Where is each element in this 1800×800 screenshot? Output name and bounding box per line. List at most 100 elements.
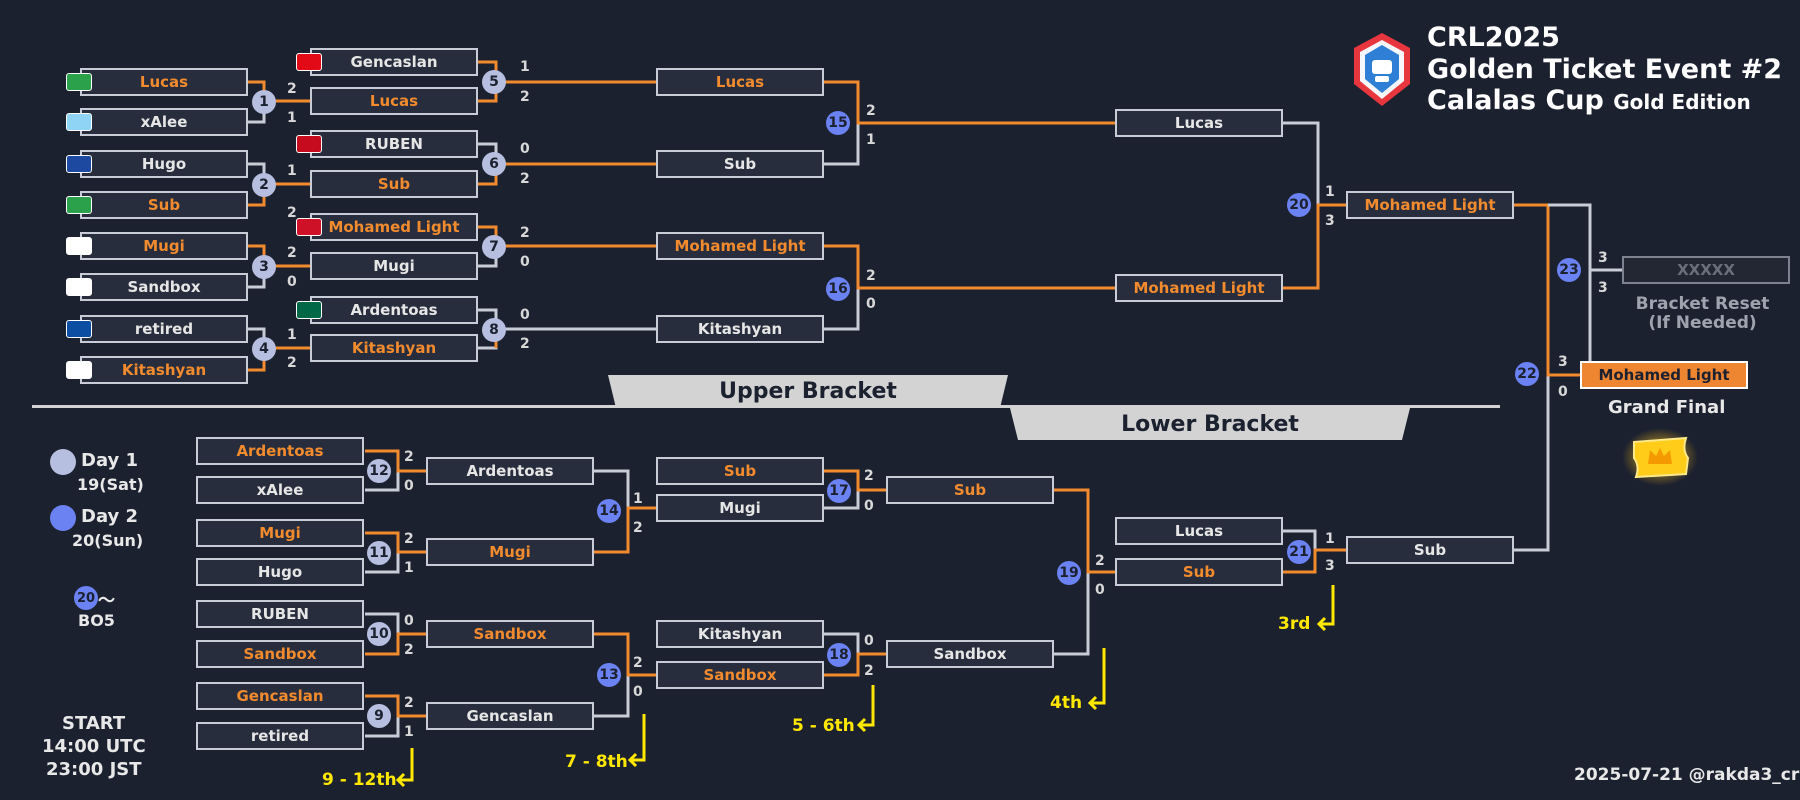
placement-arrow <box>630 714 646 762</box>
player-slot[interactable]: Sub <box>1115 558 1283 586</box>
player-slot[interactable]: Sandbox <box>886 640 1054 668</box>
match-m8-number: 8 <box>482 318 506 342</box>
player-slot[interactable]: Mugi <box>196 519 364 547</box>
player-slot[interactable]: Sandbox <box>656 661 824 689</box>
placement-arrow <box>859 685 875 727</box>
match-m1-number: 1 <box>252 90 276 114</box>
crl-logo <box>1350 30 1414 110</box>
player-slot[interactable]: Lucas <box>1115 109 1283 137</box>
winner-connector <box>1053 488 1115 574</box>
player-slot[interactable]: Sandbox <box>426 620 594 648</box>
bracket-reset-label: Bracket Reset (If Needed) <box>1615 295 1790 333</box>
france-flag-icon <box>66 155 92 173</box>
score-top: 2 <box>404 695 414 711</box>
player-slot[interactable]: Hugo <box>196 558 364 586</box>
player-slot[interactable]: xAlee <box>196 476 364 504</box>
player-slot[interactable]: Mohamed Light <box>1580 361 1748 389</box>
player-slot[interactable]: Mohamed Light <box>1346 191 1514 219</box>
match-m22-number: 22 <box>1515 362 1539 386</box>
score-top: 2 <box>287 81 297 97</box>
start-utc: 14:00 UTC <box>42 736 146 757</box>
japan-flag-icon <box>66 237 92 255</box>
match-m13-number: 13 <box>597 663 621 687</box>
player-slot[interactable]: Mohamed Light <box>296 213 478 241</box>
player-slot[interactable]: Kitashyan <box>656 620 824 648</box>
score-bottom: 0 <box>866 296 876 312</box>
player-slot[interactable]: Sandbox <box>66 273 248 301</box>
player-slot[interactable]: retired <box>196 722 364 750</box>
player-slot[interactable]: Mohamed Light <box>1115 274 1283 302</box>
turkey-flag-icon <box>296 53 322 71</box>
day1-legend-dot <box>50 449 76 475</box>
winner-connector <box>824 80 1115 125</box>
player-slot[interactable]: Mugi <box>66 232 248 260</box>
day2-date: 20(Sun) <box>72 531 144 550</box>
match-m16-number: 16 <box>826 277 850 301</box>
score-bottom: 2 <box>520 171 530 187</box>
player-slot[interactable]: Sub <box>886 476 1054 504</box>
placement-arrow-head <box>395 772 406 788</box>
player-slot[interactable]: Mugi <box>310 252 478 280</box>
grand-final-label: Grand Final <box>1608 397 1726 418</box>
winner-connector <box>824 652 886 677</box>
player-slot[interactable]: Ardentoas <box>426 457 594 485</box>
score-top: 3 <box>1598 250 1608 266</box>
start-jst: 23:00 JST <box>46 759 142 780</box>
winner-connector <box>594 506 656 554</box>
score-bottom: 1 <box>404 724 414 740</box>
player-slot[interactable]: Sub <box>66 191 248 219</box>
player-slot[interactable]: Kitashyan <box>656 315 824 343</box>
player-slot[interactable]: Gencaslan <box>296 48 478 76</box>
player-slot[interactable]: Mugi <box>426 538 594 566</box>
lower-bracket-banner: Lower Bracket <box>1010 408 1410 440</box>
score-top: 1 <box>1325 531 1335 547</box>
player-slot[interactable]: xAlee <box>66 108 248 136</box>
player-slot[interactable]: Ardentoas <box>196 437 364 465</box>
winner-connector <box>365 632 426 656</box>
player-slot[interactable]: Ardentoas <box>296 296 478 324</box>
score-bottom: 0 <box>1095 582 1105 598</box>
player-slot[interactable]: Mohamed Light <box>656 232 824 260</box>
score-bottom: 1 <box>404 560 414 576</box>
player-slot[interactable]: Kitashyan <box>310 334 478 362</box>
player-slot[interactable]: Sub <box>310 170 478 198</box>
match-m11-number: 11 <box>367 541 391 565</box>
bo5-format: BO5 <box>78 611 115 630</box>
player-slot[interactable]: Sandbox <box>196 640 364 668</box>
footer-credit: 2025-07-21 @rakda3_cr <box>1574 765 1800 785</box>
player-slot[interactable]: Lucas <box>310 87 478 115</box>
title-line2: Golden Ticket Event #2 <box>1427 54 1783 85</box>
player-slot[interactable]: Kitashyan <box>66 356 248 384</box>
player-slot[interactable]: Sub <box>1346 536 1514 564</box>
score-top: 2 <box>1095 553 1105 569</box>
player-slot[interactable]: Lucas <box>1115 517 1283 545</box>
player-slot[interactable]: Gencaslan <box>196 682 364 710</box>
player-slot[interactable]: Sub <box>656 457 824 485</box>
score-bottom: 3 <box>1325 213 1335 229</box>
winner-connector <box>824 469 886 492</box>
score-top: 0 <box>404 613 414 629</box>
player-slot[interactable]: RUBEN <box>296 130 478 158</box>
score-top: 2 <box>287 245 297 261</box>
score-top: 1 <box>287 163 297 179</box>
player-slot[interactable]: Hugo <box>66 150 248 178</box>
score-top: 1 <box>1325 184 1335 200</box>
player-slot[interactable]: Lucas <box>66 68 248 96</box>
match-m3-number: 3 <box>252 255 276 279</box>
player-slot[interactable]: Gencaslan <box>426 702 594 730</box>
winner-connector <box>1283 548 1346 574</box>
match-m18-number: 18 <box>827 643 851 667</box>
player-slot[interactable]: Mugi <box>656 494 824 522</box>
score-top: 2 <box>520 225 530 241</box>
title-edition: Gold Edition <box>1613 90 1751 114</box>
player-slot[interactable]: Lucas <box>656 68 824 96</box>
player-slot[interactable]: XXXXX <box>1622 256 1790 284</box>
player-slot[interactable]: retired <box>66 315 248 343</box>
score-top: 2 <box>404 531 414 547</box>
score-top: 1 <box>520 59 530 75</box>
player-slot[interactable]: RUBEN <box>196 600 364 628</box>
player-slot[interactable]: Sub <box>656 150 824 178</box>
title-line1: CRL2025 <box>1427 22 1560 53</box>
placement-p912: 9 - 12th <box>322 770 397 790</box>
score-top: 0 <box>520 307 530 323</box>
